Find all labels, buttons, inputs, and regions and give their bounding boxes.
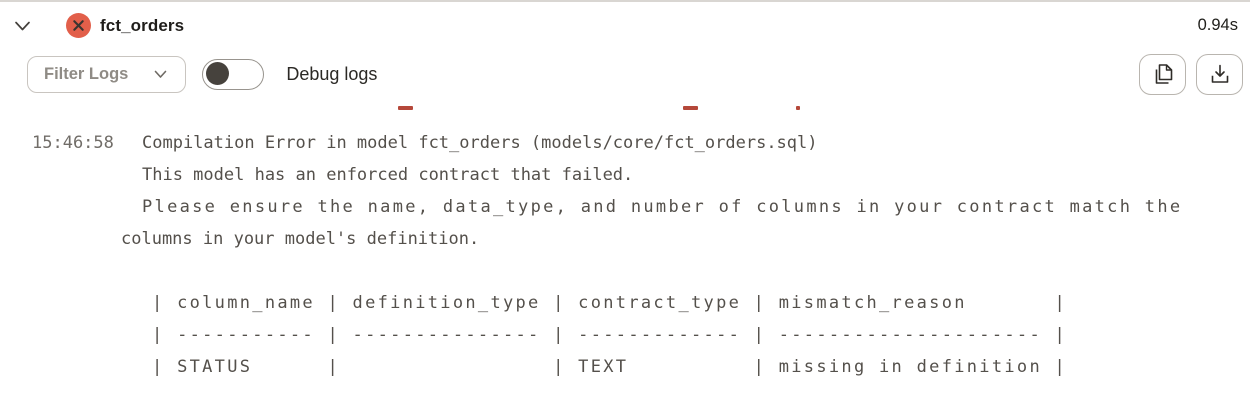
- copy-icon: [1152, 63, 1174, 86]
- log-line-wrap-continuation: columns in your model's definition.: [121, 229, 480, 249]
- debug-logs-label: Debug logs: [286, 63, 378, 84]
- run-duration: 0.94s: [1197, 16, 1238, 34]
- chevron-down-icon: [154, 70, 167, 79]
- model-name-title: fct_orders: [100, 15, 185, 35]
- collapse-chevron-button[interactable]: [10, 14, 34, 38]
- log-timestamp: 15:46:58: [32, 133, 114, 153]
- filter-logs-select[interactable]: Filter Logs: [27, 55, 187, 93]
- toggle-knob: [206, 62, 230, 86]
- mismatch-table-separator-row: | ----------- | --------------- | ------…: [152, 325, 1068, 345]
- log-message: Compilation Error in model fct_orders (m…: [121, 127, 1250, 383]
- chevron-down-icon: [14, 20, 31, 32]
- log-header: fct_orders 0.94s: [0, 2, 1250, 49]
- log-line-please-ensure: Please ensure the name, data_type, and n…: [142, 197, 1183, 217]
- log-output-area[interactable]: - - . 15:46:58 Compilation Error in mode…: [0, 99, 1250, 403]
- log-line-error-title: Compilation Error in model fct_orders (m…: [142, 133, 818, 153]
- debug-logs-toggle[interactable]: [202, 58, 265, 90]
- download-icon: [1209, 63, 1231, 85]
- log-line-contract-failed: This model has an enforced contract that…: [142, 165, 634, 185]
- clipped-red-text-fragment: .: [796, 106, 800, 110]
- download-logs-button[interactable]: [1196, 53, 1243, 95]
- error-status-icon: [66, 13, 91, 38]
- log-entry: 15:46:58 Compilation Error in model fct_…: [0, 99, 1250, 383]
- mismatch-table-data-row: | STATUS | | TEXT | missing in definitio…: [152, 357, 1068, 377]
- mismatch-table-header-row: | column_name | definition_type | contra…: [152, 293, 1068, 313]
- log-line-blank: [121, 255, 1250, 287]
- clipped-red-text-fragment: -: [398, 106, 413, 110]
- copy-logs-button[interactable]: [1139, 53, 1186, 95]
- filter-logs-label: Filter Logs: [44, 64, 129, 83]
- log-toolbar: Filter Logs Debug logs: [0, 49, 1250, 99]
- clipped-red-text-fragment: -: [683, 106, 698, 110]
